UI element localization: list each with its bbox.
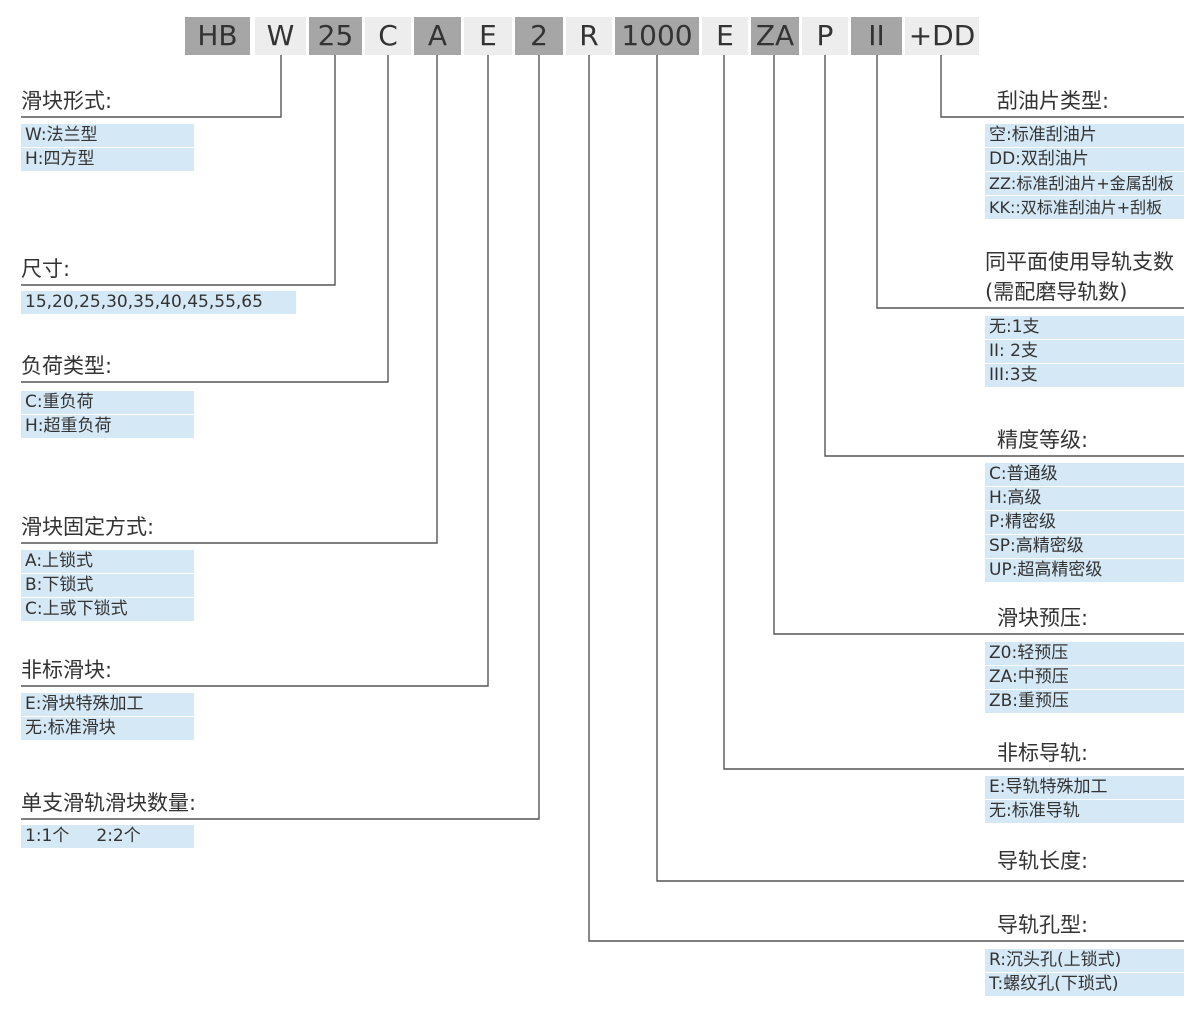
connector-fix-method: [21, 55, 438, 544]
option-item: H:超重负荷: [21, 415, 194, 438]
option-item: UP:超高精密级: [985, 559, 1184, 582]
option-item: Z0:轻预压: [985, 642, 1184, 665]
option-item: H:高级: [985, 487, 1184, 510]
option-item: E:导轨特殊加工: [985, 776, 1184, 799]
option-item: C:重负荷: [21, 391, 194, 414]
code-hb: HB: [185, 17, 250, 55]
option-item: C:上或下锁式: [21, 598, 194, 621]
connector-rail-hole: [588, 55, 1184, 942]
code-e2: E: [702, 17, 748, 55]
nonstd-rail-options: E:导轨特殊加工 无:标准导轨: [985, 776, 1184, 824]
preload-options: Z0:轻预压 ZA:中预压 ZB:重预压: [985, 642, 1184, 714]
option-item: P:精密级: [985, 511, 1184, 534]
code-dd: +DD: [905, 17, 979, 55]
option-item: ZB:重预压: [985, 690, 1184, 713]
nonstd-block-options: E:滑块特殊加工 无:标准滑块: [21, 693, 194, 741]
block-qty-title: 单支滑轨滑块数量:: [21, 791, 197, 815]
code-za: ZA: [751, 17, 799, 55]
wiper-type-options: 空:标准刮油片 DD:双刮油片 ZZ:标准刮油片+金属刮板 KK::双标准刮油片…: [985, 124, 1184, 220]
code-2: 2: [515, 17, 563, 55]
option-item: KK::双标准刮油片+刮板: [985, 196, 1184, 219]
option-item: E:滑块特殊加工: [21, 693, 194, 716]
precision-options: C:普通级 H:高级 P:精密级 SP:高精密级 UP:超高精密级: [985, 463, 1184, 583]
block-form-options: W:法兰型 H:四方型: [21, 124, 194, 172]
code-25: 25: [309, 17, 362, 55]
connector-nonstd-block: [21, 55, 489, 687]
block-qty-options: 1:1个 2:2个: [21, 825, 194, 849]
nonstd-rail-title: 非标导轨:: [997, 741, 1089, 765]
preload-title: 滑块预压:: [997, 606, 1089, 630]
connector-size: [21, 55, 336, 286]
code-a: A: [414, 17, 461, 55]
option-item: W:法兰型: [21, 124, 194, 147]
code-e: E: [464, 17, 512, 55]
option-item: SP:高精密级: [985, 535, 1184, 558]
connector-preload: [773, 55, 1184, 635]
option-item: C:普通级: [985, 463, 1184, 486]
block-form-title: 滑块形式:: [21, 89, 113, 113]
connector-wiper-type: [940, 55, 1184, 118]
rail-hole-options: R:沉头孔(上锁式) T:螺纹孔(下琐式): [985, 949, 1184, 997]
connector-load-type: [21, 55, 389, 383]
option-item: 无:标准导轨: [985, 800, 1184, 823]
option-item: A:上锁式: [21, 550, 194, 573]
rail-length-title: 导轨长度:: [997, 849, 1089, 873]
rail-count-options: 无:1支 II: 2支 III:3支: [985, 316, 1184, 388]
load-type-title: 负荷类型:: [21, 354, 113, 378]
option-item: B:下锁式: [21, 574, 194, 597]
wiper-type-title: 刮油片类型:: [997, 89, 1110, 113]
code-c: C: [365, 17, 411, 55]
size-options: 15,20,25,30,35,40,45,55,65: [21, 291, 296, 315]
option-item: ZZ:标准刮油片+金属刮板: [985, 172, 1184, 195]
size-title: 尺寸:: [21, 257, 71, 281]
option-item: II: 2支: [985, 340, 1184, 363]
connector-rail-count: [876, 55, 1184, 309]
option-item: ZA:中预压: [985, 666, 1184, 689]
code-w: W: [255, 17, 306, 55]
fix-method-options: A:上锁式 B:下锁式 C:上或下锁式: [21, 550, 194, 622]
load-type-options: C:重负荷 H:超重负荷: [21, 391, 194, 439]
option-item: H:四方型: [21, 148, 194, 171]
option-item: 1:1个 2:2个: [21, 825, 194, 848]
connector-nonstd-rail: [723, 55, 1184, 770]
option-item: 15,20,25,30,35,40,45,55,65: [21, 291, 296, 314]
fix-method-title: 滑块固定方式:: [21, 515, 155, 539]
option-item: 无:1支: [985, 316, 1184, 339]
code-p: P: [802, 17, 848, 55]
option-item: R:沉头孔(上锁式): [985, 949, 1184, 972]
option-item: DD:双刮油片: [985, 148, 1184, 171]
code-1000: 1000: [615, 17, 699, 55]
rail-count-title: 同平面使用导轨支数: [985, 250, 1174, 274]
rail-count-subtitle: (需配磨导轨数): [985, 280, 1128, 304]
option-item: 空:标准刮油片: [985, 124, 1184, 147]
connector-precision: [824, 55, 1184, 457]
rail-hole-title: 导轨孔型:: [997, 913, 1089, 937]
option-item: T:螺纹孔(下琐式): [985, 973, 1184, 996]
code-r: R: [566, 17, 612, 55]
option-item: III:3支: [985, 364, 1184, 387]
option-item: 无:标准滑块: [21, 717, 194, 740]
connector-block-form: [21, 55, 282, 118]
nonstd-block-title: 非标滑块:: [21, 658, 113, 682]
connector-rail-length: [656, 55, 1184, 882]
precision-title: 精度等级:: [997, 428, 1089, 452]
connector-block-qty: [21, 55, 540, 820]
code-ii: II: [851, 17, 902, 55]
